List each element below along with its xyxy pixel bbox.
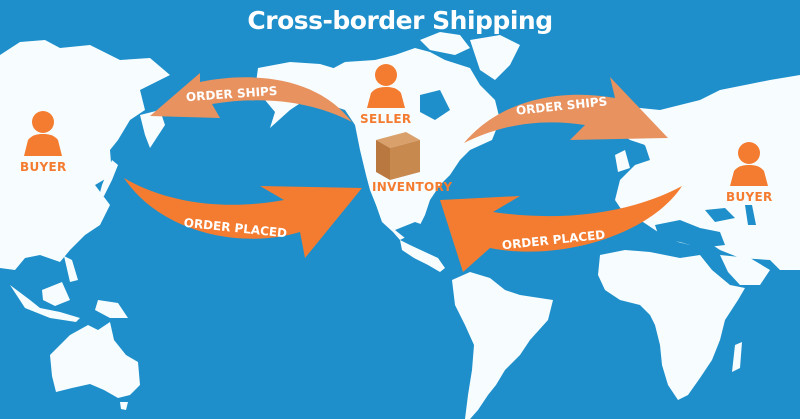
arrow-order-placed-left <box>124 178 362 258</box>
page-title: Cross-border Shipping <box>247 6 553 35</box>
greenland <box>470 35 520 80</box>
new-guinea <box>95 300 128 318</box>
arrow-label-left-top: ORDER SHIPS <box>186 84 278 104</box>
africa <box>598 250 745 400</box>
box-icon <box>376 132 420 180</box>
hudson-bay <box>420 90 450 120</box>
canadian-arctic <box>420 32 470 55</box>
gulf-of-mexico <box>395 222 432 242</box>
borneo <box>42 282 70 306</box>
seller: SELLER <box>360 62 411 126</box>
south-america <box>452 272 553 419</box>
arrow-order-placed-right <box>440 186 682 272</box>
philippines <box>64 256 78 282</box>
japan <box>98 160 118 200</box>
indonesia <box>10 285 80 322</box>
arabia <box>720 255 770 285</box>
tasmania <box>120 402 128 410</box>
black-sea <box>705 208 735 222</box>
australia <box>50 322 140 398</box>
buyer-right-label: BUYER <box>726 190 773 204</box>
inventory-label: INVENTORY <box>372 180 453 194</box>
person-icon <box>24 111 63 156</box>
person-icon <box>730 142 769 186</box>
buyer-right: BUYER <box>726 140 773 204</box>
buyer-left-label: BUYER <box>20 160 67 174</box>
uk <box>615 150 630 172</box>
seller-label: SELLER <box>360 112 412 126</box>
person-icon <box>366 64 405 108</box>
arrow-order-ships-right <box>464 77 668 143</box>
madagascar <box>732 342 742 372</box>
central-america <box>400 240 445 272</box>
caspian <box>745 205 756 225</box>
buyer-left: BUYER <box>20 108 67 174</box>
kamchatka <box>140 110 165 148</box>
asia-west-landmass <box>0 40 170 270</box>
mediterranean <box>655 220 725 248</box>
arrow-order-ships-left <box>150 73 352 122</box>
